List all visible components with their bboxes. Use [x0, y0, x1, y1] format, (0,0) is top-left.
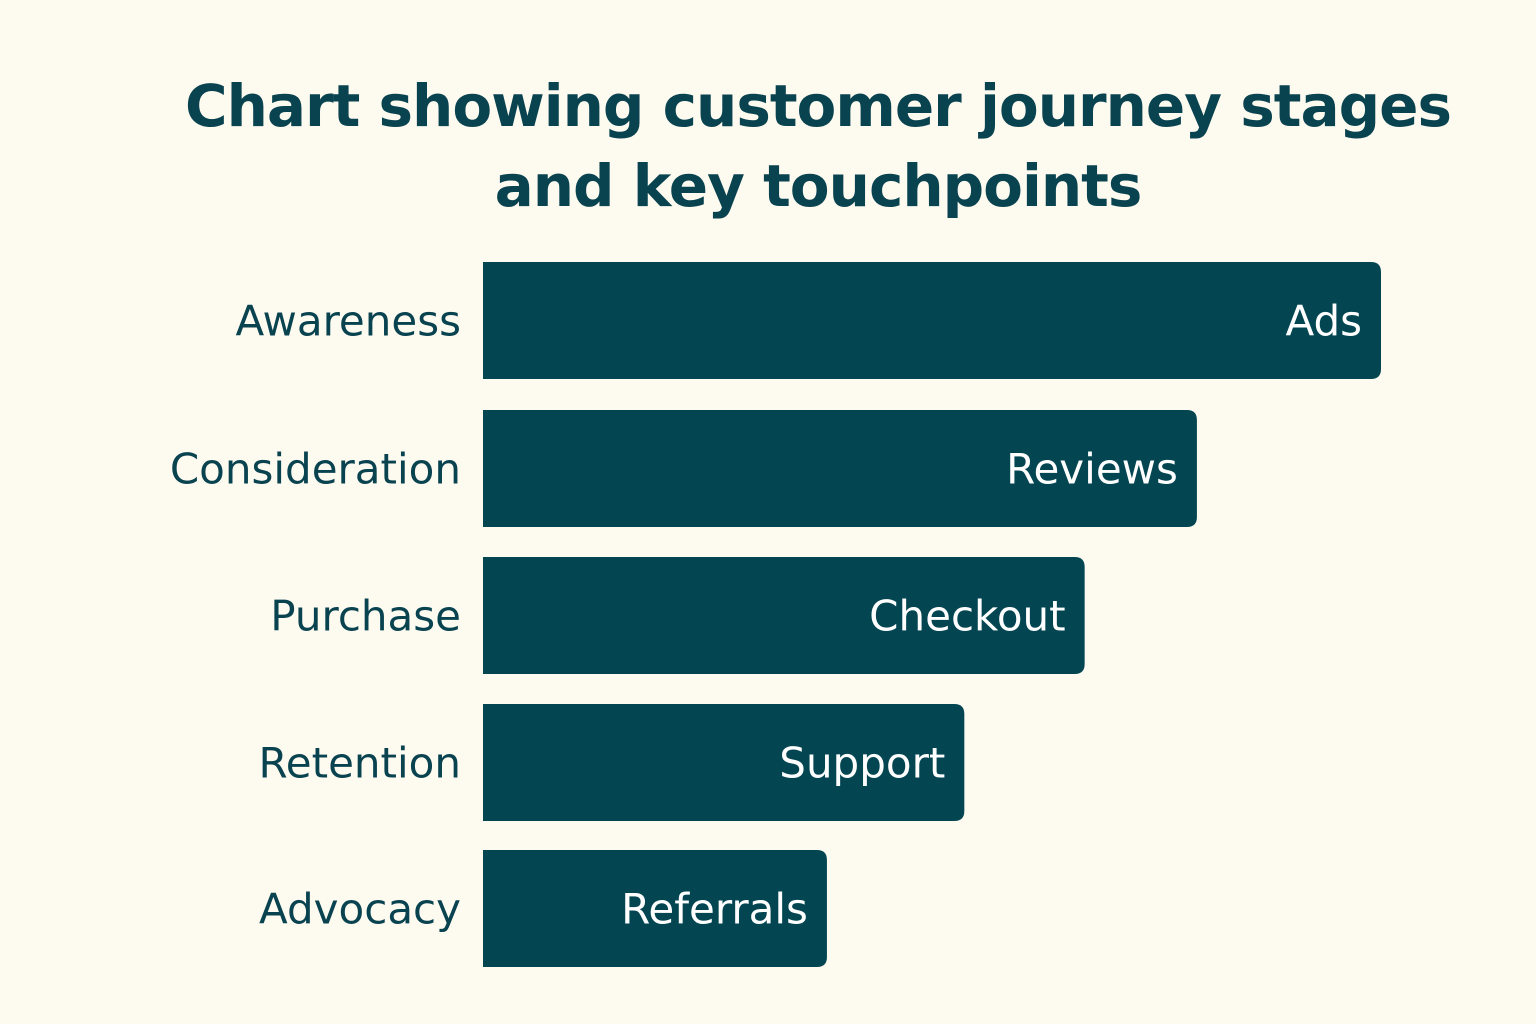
- bar-purchase: [483, 557, 1085, 674]
- category-label: Consideration: [170, 445, 461, 494]
- bar-label: Ads: [1285, 297, 1362, 346]
- chart-title-line-2: and key touchpoints: [494, 152, 1143, 220]
- bar-retention: [483, 704, 965, 821]
- bar-label: Reviews: [1006, 445, 1178, 494]
- bar-label: Support: [779, 739, 945, 788]
- bar-advocacy: [483, 850, 827, 967]
- chart-title: Chart showing customer journey stages an…: [0, 66, 1536, 226]
- chart-title-line-1: Chart showing customer journey stages: [185, 72, 1452, 140]
- category-label: Retention: [258, 739, 461, 788]
- category-label: Advocacy: [259, 885, 461, 934]
- bar-consideration: [483, 410, 1197, 527]
- category-label: Purchase: [270, 592, 461, 641]
- category-label: Awareness: [235, 297, 461, 346]
- bar-awareness: [483, 262, 1381, 379]
- bar-label: Referrals: [621, 885, 808, 934]
- bar-label: Checkout: [869, 592, 1066, 641]
